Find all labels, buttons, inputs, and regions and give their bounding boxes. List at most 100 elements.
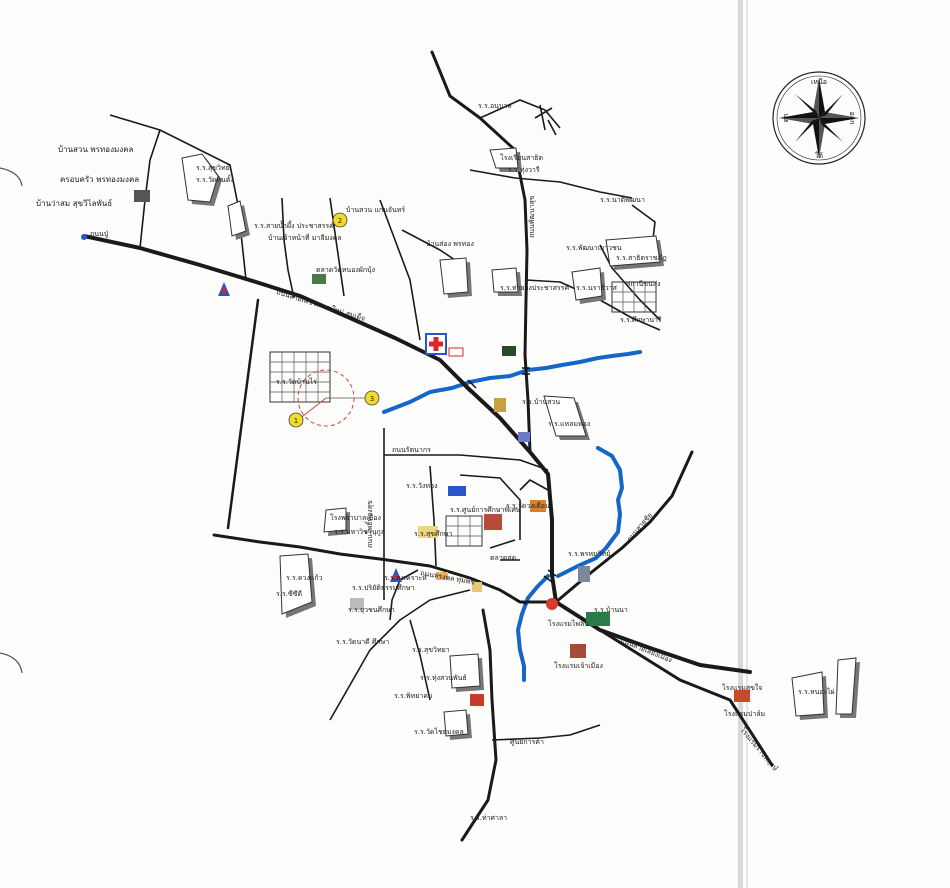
place-label: สถานีขนส่ง bbox=[626, 280, 661, 288]
place-label: ร.ร.แหลมทอง bbox=[548, 420, 590, 428]
place-label: ร.ร.สุขศึกษา bbox=[414, 529, 452, 538]
place-label: ร.ร.สุขวิทย์ bbox=[196, 164, 230, 172]
place-label: ศูนย์การค้า bbox=[510, 738, 544, 746]
place-label: ร.ร.ทุ่งสวนพันธ์ bbox=[420, 674, 467, 682]
compass-rose: เหนือ ใต้ ตก ออก bbox=[772, 71, 866, 165]
place-label: ร.ร.ศึกษานารี bbox=[620, 315, 662, 324]
place-label: ร.ร.ท่ายางประชาสรรค์ bbox=[500, 284, 569, 292]
place-label: ตลาดวัดหนองผักบุ้ง bbox=[316, 266, 375, 274]
place-label: ร.ร.นาดีพัฒนา bbox=[600, 196, 645, 204]
shop-icon[interactable] bbox=[530, 500, 546, 512]
shop-icon[interactable] bbox=[436, 572, 448, 580]
bank-icon[interactable] bbox=[312, 274, 326, 284]
binder-hole-top bbox=[0, 167, 23, 187]
rivers bbox=[382, 350, 642, 682]
place-label: โรงแรมปาล์ม bbox=[724, 709, 765, 718]
south-main-road bbox=[460, 608, 498, 842]
gas-station-icon[interactable] bbox=[218, 282, 230, 296]
place-label: ร.ร.วัดนาดี ศึกษา bbox=[336, 637, 389, 646]
compass-east-label: ออก bbox=[848, 112, 856, 125]
marker-1[interactable] bbox=[288, 412, 304, 428]
place-label: ร.ร.พัฒนาเยาวชน bbox=[566, 244, 622, 252]
place-label: ร.ร.บ้านนา bbox=[594, 606, 628, 614]
page-binding-stripe-thin bbox=[746, 0, 748, 888]
gas-station-icon[interactable] bbox=[390, 568, 402, 582]
road-label-east-branch: ถนนสายชัย bbox=[625, 511, 654, 543]
place-label: บ้านเจ้าหน้าที่ มาลีมงคล bbox=[268, 233, 342, 242]
road-label-central: ถนนรัตนากร bbox=[392, 446, 431, 454]
building-icon[interactable] bbox=[350, 598, 364, 610]
marker-1-label: 1 bbox=[294, 417, 298, 425]
road-label-far-west: ถนนปู่ bbox=[90, 230, 109, 238]
buildings bbox=[181, 147, 860, 740]
shop-icon[interactable] bbox=[586, 612, 610, 626]
road-label-south-center: ถนนโพธิ์ทองสุข bbox=[364, 500, 374, 548]
poi-icons bbox=[81, 190, 750, 706]
place-label: โรงแรมไพลิน bbox=[548, 619, 589, 628]
place-label: ร.ร.วัดบ้านไร่ bbox=[276, 377, 317, 386]
place-label: ร.ร.วัดหินตั้ง bbox=[196, 173, 234, 184]
compass-north-label: เหนือ bbox=[811, 78, 827, 86]
place-label: ร.ร.บ้านสวน bbox=[522, 398, 560, 406]
north-vertical-road bbox=[430, 50, 532, 454]
marker-2[interactable] bbox=[332, 212, 348, 228]
compass-west-label: ตก bbox=[782, 114, 790, 123]
main-highway bbox=[82, 234, 752, 674]
place-label: ร.ร.ท่าศาลา bbox=[470, 814, 507, 822]
marker-3[interactable] bbox=[364, 390, 380, 406]
road-endpoint-icon bbox=[81, 234, 87, 240]
place-label: ร.ร.พรหมวิทย์ bbox=[568, 550, 610, 558]
market-icon[interactable] bbox=[418, 526, 438, 538]
shop-icon[interactable] bbox=[472, 582, 482, 592]
place-label: ตลาดสด bbox=[490, 554, 516, 562]
place-label: ร.ร.ยุวชนศึกษา bbox=[348, 605, 395, 614]
marker-3-label: 3 bbox=[370, 395, 374, 403]
place-labels: บ้านสวน พรทองมงคล ครอบครัว พรทองมงคล บ้า… bbox=[36, 102, 835, 822]
place-label: ร.ร.ปริยัติธรรมศึกษา bbox=[352, 583, 415, 592]
place-label: ร.ร.สาธิตราชภัฏ bbox=[616, 254, 667, 262]
temple-icon[interactable] bbox=[484, 514, 502, 530]
hospital-icon[interactable] bbox=[425, 333, 447, 355]
road-label-main-northwest: ถนนสายเพชรเกษมใหม่ สมเด็จ bbox=[275, 287, 366, 323]
place-label: ครอบครัว พรทองมงคล bbox=[60, 175, 139, 184]
bank-icon[interactable] bbox=[448, 486, 466, 496]
building-icon[interactable] bbox=[578, 566, 590, 582]
central-east-west-road bbox=[212, 533, 558, 604]
compass-south-label: ใต้ bbox=[815, 151, 823, 160]
marker-2-label: 2 bbox=[338, 217, 342, 225]
place-label: ร.ร.วังทอง bbox=[406, 482, 438, 490]
major-roads bbox=[82, 50, 774, 842]
restaurant-icon[interactable] bbox=[546, 598, 558, 610]
place-label: โรงพยาบาลเมือง bbox=[330, 513, 381, 522]
place-label: โรงแรมราชพฤกษ์ bbox=[738, 726, 780, 773]
place-label: ร.ร.นราธิวาส bbox=[576, 284, 618, 292]
place-label: บ้านส่อง พรทอง bbox=[426, 240, 474, 248]
place-label: ร.ร.สงเคราะห์ bbox=[384, 574, 427, 582]
east-branch-road bbox=[554, 450, 694, 604]
river-south-branch bbox=[516, 574, 550, 682]
place-label: บ้านว่าสม สุขวิไลพันธ์ bbox=[36, 198, 112, 208]
place-label: บ้านสวน แก่นจันทร์ bbox=[346, 206, 405, 214]
place-label: ร.ร.อนุบาล bbox=[478, 102, 512, 110]
west-spur-road bbox=[226, 298, 260, 530]
temple-icon[interactable] bbox=[494, 398, 506, 412]
car-dealer-icon[interactable] bbox=[448, 347, 464, 357]
restaurant-icon[interactable] bbox=[470, 694, 484, 706]
numbered-markers: 1 2 3 bbox=[288, 212, 380, 428]
bridges bbox=[461, 367, 557, 605]
river-east-branch bbox=[556, 446, 624, 578]
place-label: ร.ร.ทุ่งวารี bbox=[508, 166, 540, 174]
place-label: บ้านสวน พรทองมงคล bbox=[58, 145, 134, 154]
temple-icon[interactable] bbox=[570, 644, 586, 658]
building-icon[interactable] bbox=[134, 190, 150, 202]
place-label: โรงเรียนสาธิต bbox=[500, 153, 543, 162]
place-label: โรงแรมเจ้าเมือง bbox=[554, 661, 603, 670]
place-label: ร.ร.หนองไผ่ bbox=[798, 687, 835, 696]
restaurant-icon[interactable] bbox=[734, 690, 750, 702]
shop-icon[interactable] bbox=[518, 432, 530, 442]
bank-icon[interactable] bbox=[502, 346, 516, 356]
place-label: ร.ร.วัดวงเดือน bbox=[506, 502, 550, 510]
place-label: ร.ร.วัดไชยมงคล bbox=[414, 727, 464, 736]
road-label-north-vertical: ถนนพัฒนาสุข bbox=[528, 195, 536, 238]
